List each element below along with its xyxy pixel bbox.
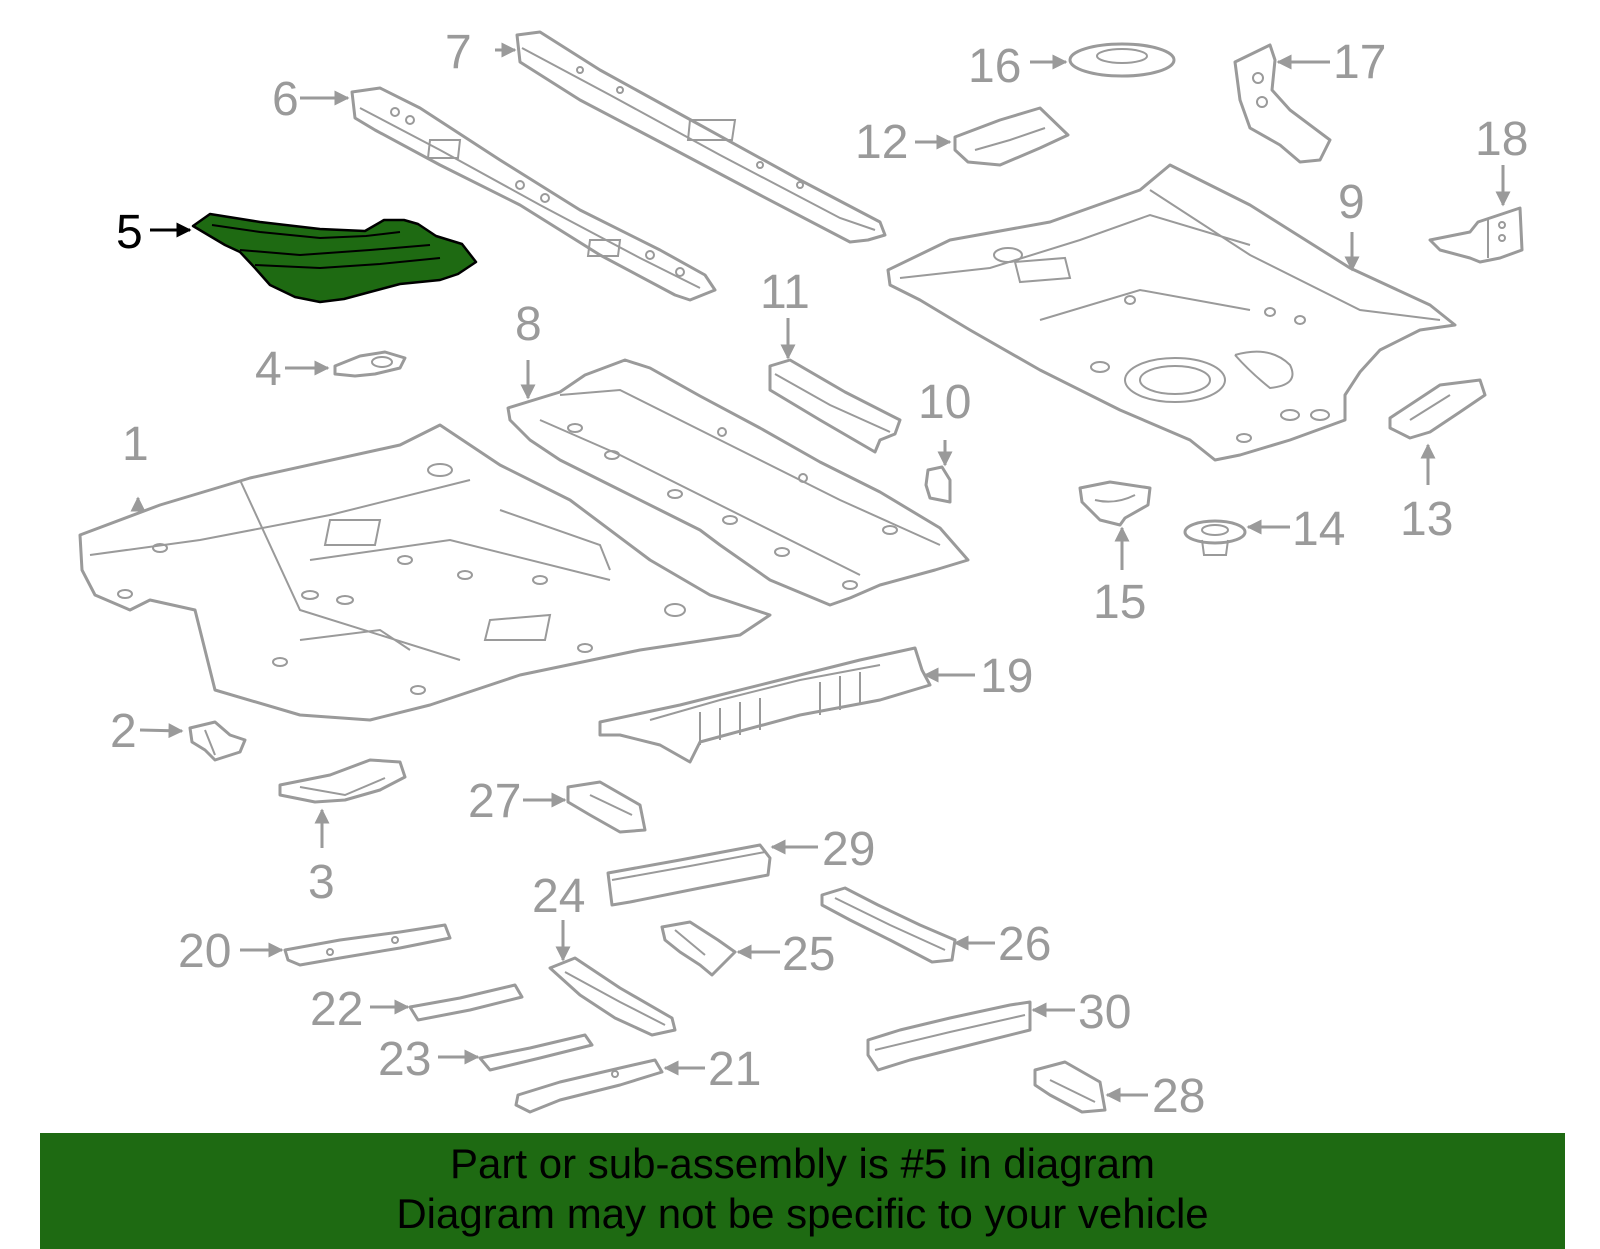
part-11-crossmember[interactable]: [768, 358, 902, 454]
label-1: 1: [122, 418, 149, 471]
part-18-bracket[interactable]: [1428, 206, 1524, 264]
part-6-side-member[interactable]: [350, 86, 717, 302]
part-16-cap[interactable]: [1068, 42, 1176, 78]
label-23: 23: [378, 1033, 431, 1086]
part-3-plate[interactable]: [278, 758, 407, 804]
label-24: 24: [532, 870, 585, 923]
part-12-bracket[interactable]: [953, 106, 1070, 167]
part-2-bracket[interactable]: [188, 720, 247, 762]
banner-disclaimer: Diagram may not be specific to your vehi…: [396, 1190, 1209, 1237]
part-28-bracket[interactable]: [1033, 1060, 1107, 1114]
part-26-member[interactable]: [820, 886, 957, 964]
banner-part-note: Part or sub-assembly is #5 in diagram: [450, 1140, 1155, 1187]
label-17: 17: [1333, 36, 1386, 89]
part-5-highlighted-panel[interactable]: [191, 212, 478, 304]
label-11: 11: [760, 266, 810, 319]
label-25: 25: [782, 928, 835, 981]
label-16: 16: [968, 40, 1021, 93]
part-10-bracket[interactable]: [924, 465, 952, 504]
part-7-rail[interactable]: [515, 30, 887, 244]
label-12: 12: [855, 116, 908, 169]
part-15-cup[interactable]: [1078, 480, 1152, 527]
callout-lines: [130, 42, 1511, 1103]
label-8: 8: [515, 298, 542, 351]
label-20: 20: [178, 925, 231, 978]
part-8-center-floor-panel[interactable]: [506, 358, 970, 607]
part-27-bracket[interactable]: [566, 780, 647, 834]
label-18: 18: [1475, 113, 1528, 166]
label-6: 6: [272, 73, 299, 126]
label-7: 7: [445, 26, 472, 79]
label-27: 27: [468, 775, 521, 828]
label-3: 3: [308, 856, 335, 909]
part-30-member[interactable]: [866, 1000, 1032, 1072]
part-19-crossmember[interactable]: [598, 646, 932, 764]
part-17-bracket[interactable]: [1233, 43, 1332, 164]
label-2: 2: [110, 705, 137, 758]
label-10: 10: [918, 376, 971, 429]
part-number-labels: 1 2 3 4 5 6 7 8 9 10 11 12 13 14 15 16 1…: [110, 26, 1528, 1123]
info-banner: Part or sub-assembly is #5 in diagram Di…: [40, 1133, 1565, 1249]
part-29-member[interactable]: [606, 843, 772, 907]
part-14-mount[interactable]: [1183, 519, 1247, 556]
part-1-front-floor-pan[interactable]: [78, 423, 772, 722]
part-13-bracket[interactable]: [1388, 378, 1487, 440]
label-15: 15: [1093, 576, 1146, 629]
label-13: 13: [1400, 493, 1453, 546]
label-30: 30: [1078, 986, 1131, 1039]
label-5: 5: [116, 206, 143, 259]
part-23-reinforcement[interactable]: [478, 1033, 594, 1072]
label-26: 26: [998, 918, 1051, 971]
label-28: 28: [1152, 1070, 1205, 1123]
label-29: 29: [822, 823, 875, 876]
part-4-bracket[interactable]: [333, 350, 407, 378]
label-22: 22: [310, 983, 363, 1036]
label-14: 14: [1292, 503, 1345, 556]
label-21: 21: [708, 1043, 761, 1096]
label-4: 4: [255, 343, 282, 396]
part-24-bracket[interactable]: [548, 956, 677, 1037]
label-9: 9: [1338, 176, 1365, 229]
part-22-reinforcement[interactable]: [408, 983, 524, 1022]
part-20-reinforcement[interactable]: [283, 923, 452, 967]
part-21-reinforcement[interactable]: [514, 1058, 664, 1114]
label-19: 19: [980, 650, 1033, 703]
part-25-bracket[interactable]: [660, 920, 737, 977]
part-9-rear-floor-pan[interactable]: [886, 163, 1457, 462]
